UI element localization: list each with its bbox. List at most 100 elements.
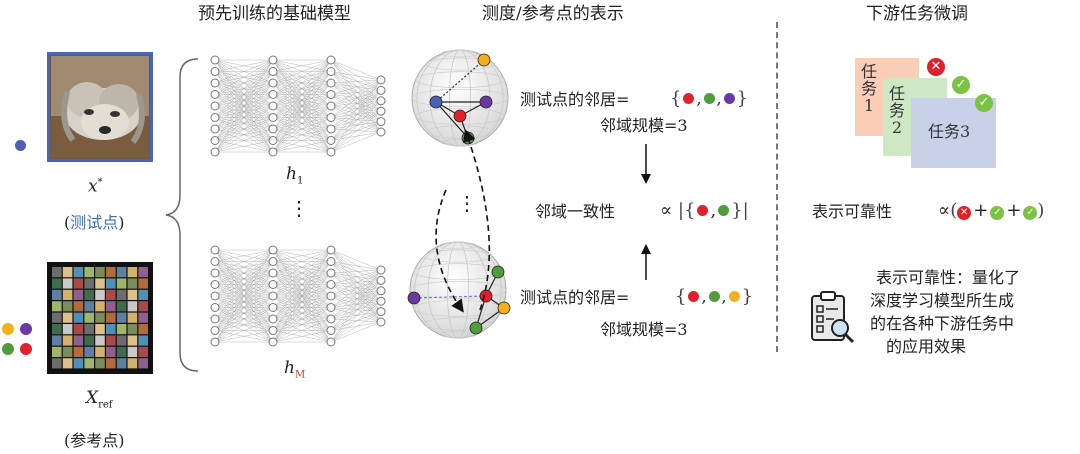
nn-node — [210, 337, 220, 347]
nn-node — [376, 96, 386, 106]
sphere-point — [429, 95, 443, 109]
nn-node — [210, 136, 220, 145]
nn-node — [326, 245, 336, 255]
nn-node — [326, 90, 336, 99]
nn-node — [326, 124, 336, 134]
nn-node — [210, 113, 220, 122]
sphere-point — [479, 289, 493, 303]
nn-node — [376, 265, 386, 275]
heading-representation: 测度/参考点的表示 — [482, 4, 624, 24]
sphere-point — [479, 95, 493, 109]
nn-node — [210, 67, 220, 76]
reliability-label: 表示可靠性 — [812, 202, 893, 221]
image-grid — [47, 262, 153, 374]
sphere-point — [407, 291, 421, 305]
nn-node — [268, 291, 278, 301]
sphere — [407, 49, 511, 339]
nn-node — [268, 268, 278, 278]
nn-node — [376, 75, 386, 85]
ref-dot-purple — [20, 323, 32, 335]
cross-icon: ✕ — [927, 58, 945, 76]
nn-node — [268, 245, 278, 255]
neighbors-set-1: {,,} — [670, 88, 749, 109]
ref-caption: (参考点) — [64, 431, 125, 450]
sphere-point — [469, 321, 483, 335]
nn-node — [268, 326, 278, 335]
nn-node — [210, 55, 220, 65]
nn-node — [376, 117, 386, 127]
nn-node — [326, 326, 336, 335]
nn-node — [210, 268, 220, 278]
nn-node — [326, 136, 336, 145]
check-icon: ✓ — [952, 76, 970, 94]
neighbors-label-1: 测试点的邻居= — [520, 90, 630, 109]
nn-node — [376, 275, 386, 285]
nn-node — [326, 314, 336, 324]
nn-node — [268, 280, 278, 289]
nn-node — [210, 326, 220, 335]
task-label-2: 任务2 — [888, 84, 905, 137]
nn-node — [268, 257, 278, 266]
sphere-point — [453, 109, 467, 123]
task-label-1: 任务1 — [860, 62, 877, 115]
test-point-dot — [15, 140, 26, 151]
nn-node — [376, 317, 386, 327]
nn-node — [210, 101, 220, 111]
neighbors-label-2: 测试点的邻居= — [520, 288, 630, 307]
nn-node — [210, 78, 220, 88]
nn-node — [210, 90, 220, 99]
consistency-label: 邻域一致性 — [535, 202, 616, 221]
nn-node — [210, 280, 220, 289]
ref-dot-orange — [2, 323, 14, 335]
description-line-2: 深度学习模型所生成 — [870, 291, 1015, 310]
task-label-3: 任务3 — [928, 122, 971, 141]
nn-node — [326, 55, 336, 65]
consistency-formula: ∝ |{,}| — [660, 200, 749, 221]
nn-node — [268, 136, 278, 145]
model-label-1: h1 — [286, 164, 304, 187]
model-label-m: hM — [284, 358, 306, 381]
nn-node — [376, 307, 386, 317]
nn-node — [326, 101, 336, 111]
description-line-3: 的在各种下游任务中 — [870, 314, 1015, 333]
nn-node — [268, 303, 278, 312]
check-icon: ✓ — [975, 94, 993, 112]
nn-node — [326, 268, 336, 278]
neighbors-set-2: {,,} — [675, 286, 754, 307]
nn-node — [376, 106, 386, 116]
nn-node — [326, 147, 336, 157]
nn-node — [376, 286, 386, 296]
section-divider — [776, 22, 778, 352]
nn-node — [210, 147, 220, 157]
nn-node — [210, 257, 220, 266]
description-line-4: 的应用效果 — [886, 337, 967, 356]
nn-node — [210, 291, 220, 301]
neighbors-scale-1: 邻域规模=3 — [600, 116, 688, 135]
reliability-formula: ∝(✕+✓+✓) — [938, 200, 1045, 221]
dog-photo — [47, 52, 153, 162]
nn-node — [268, 55, 278, 65]
nn-node — [268, 314, 278, 324]
test-point-caption: (测试点) — [64, 213, 125, 232]
nn-node — [376, 296, 386, 306]
nn-node — [268, 147, 278, 157]
test-point-symbol: x* — [88, 176, 103, 197]
neural-network — [210, 245, 386, 347]
neural-network — [210, 55, 386, 157]
nn-node — [210, 303, 220, 312]
nn-node — [376, 127, 386, 137]
nn-node — [268, 67, 278, 76]
nn-node — [268, 124, 278, 134]
ref-symbol: Xref — [86, 388, 113, 411]
nn-node — [210, 245, 220, 255]
ref-dot-green — [2, 343, 14, 355]
nn-node — [376, 85, 386, 95]
heading-finetune: 下游任务微调 — [866, 4, 968, 24]
nn-node — [268, 78, 278, 88]
sphere-point — [491, 265, 505, 279]
sphere-point — [477, 53, 491, 67]
nn-node — [326, 280, 336, 289]
nn-node — [326, 337, 336, 347]
heading-pretrained: 预先训练的基础模型 — [198, 4, 351, 24]
